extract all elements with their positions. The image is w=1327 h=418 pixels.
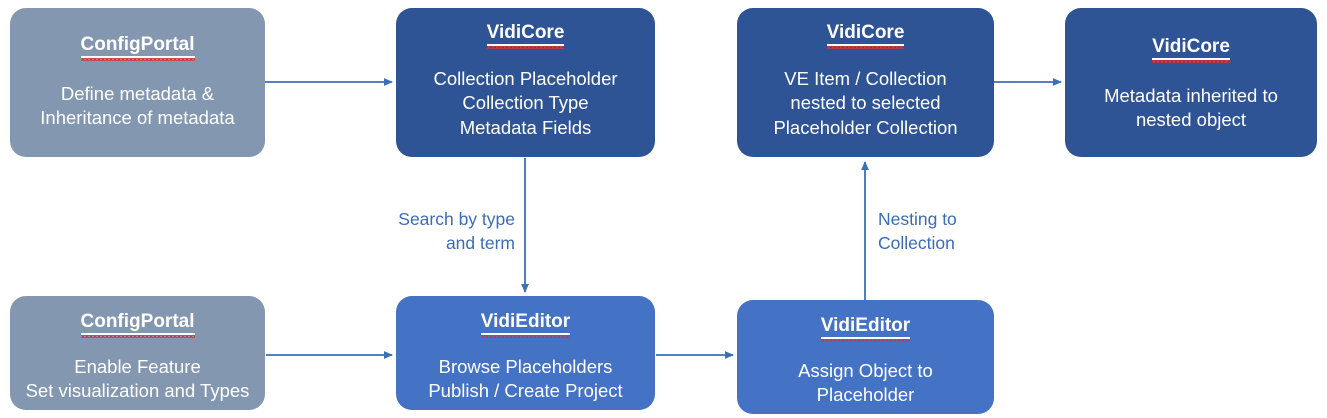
node-title: VidiEditor: [480, 311, 571, 338]
edge-label-search-by-type-and-term: Search by type and term: [398, 209, 515, 254]
node-config-portal-metadata[interactable]: ConfigPortal Define metadata & Inheritan…: [10, 8, 265, 157]
node-body: Enable Feature Set visualization and Typ…: [25, 355, 250, 402]
node-title: VidiCore: [486, 22, 565, 49]
node-vidieditor-browse-placeholders[interactable]: VidiEditor Browse Placeholders Publish /…: [396, 296, 655, 410]
node-vidieditor-assign-object[interactable]: VidiEditor Assign Object to Placeholder: [737, 300, 994, 414]
node-body: Browse Placeholders Publish / Create Pro…: [428, 355, 623, 402]
node-body: Metadata inherited to nested object: [1104, 84, 1278, 131]
edge-label-nesting-to-collection: Nesting to Collection: [878, 209, 957, 254]
node-vidicore-nested-collection[interactable]: VidiCore VE Item / Collection nested to …: [737, 8, 994, 157]
node-vidicore-collection-placeholder[interactable]: VidiCore Collection Placeholder Collecti…: [396, 8, 655, 157]
node-title: VidiCore: [826, 22, 905, 49]
node-body: VE Item / Collection nested to selected …: [773, 67, 958, 139]
node-body: Collection Placeholder Collection Type M…: [433, 67, 618, 139]
node-vidicore-metadata-inherited[interactable]: VidiCore Metadata inherited to nested ob…: [1065, 8, 1317, 157]
node-config-portal-enable-feature[interactable]: ConfigPortal Enable Feature Set visualiz…: [10, 296, 265, 410]
node-title: ConfigPortal: [80, 311, 195, 338]
node-title: VidiEditor: [820, 315, 911, 342]
node-title: ConfigPortal: [80, 34, 195, 61]
node-title: VidiCore: [1152, 36, 1230, 63]
node-body: Define metadata & Inheritance of metadat…: [40, 82, 235, 129]
node-body: Assign Object to Placeholder: [798, 359, 933, 406]
